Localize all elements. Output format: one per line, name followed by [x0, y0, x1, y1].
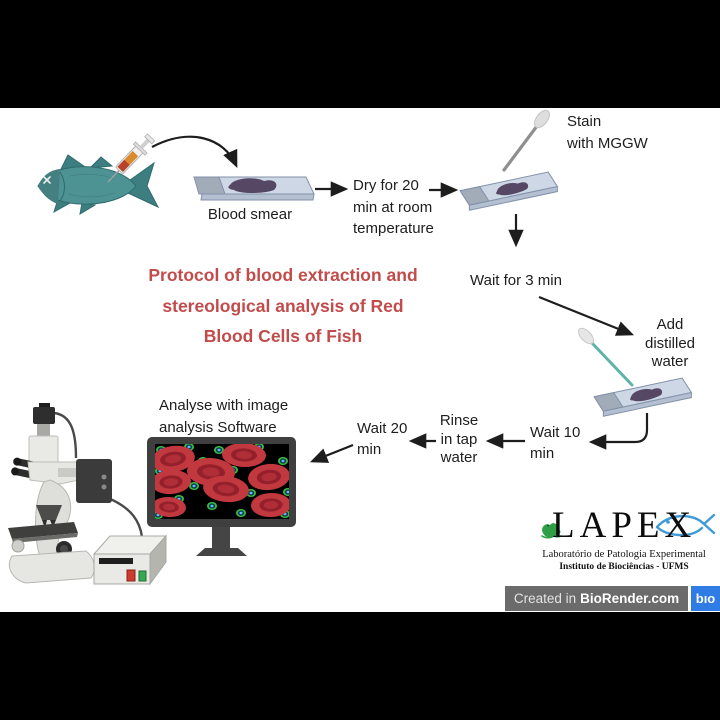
stage-icon — [8, 522, 78, 539]
add-water-label: Add distilled water — [644, 316, 696, 370]
stain-step-label: Stain with MGGW — [567, 113, 648, 152]
arrow-wait3-to-water — [538, 295, 635, 336]
badge-brand: BioRender.com — [580, 591, 680, 606]
stain-applicator-icon — [502, 109, 550, 172]
figure-title: Protocol of blood extraction and stereol… — [140, 260, 426, 352]
monitor-illustration — [147, 437, 296, 556]
analyse-label: Analyse with image analysis Software — [159, 397, 289, 436]
wait-20min-label: Wait 20 min — [357, 420, 408, 458]
logo-fish-icon — [655, 513, 716, 537]
power-supply-illustration — [92, 534, 168, 586]
stain-slide — [459, 171, 559, 211]
blood-smear-label: Blood smear — [207, 206, 293, 223]
blood-smear-stain — [228, 178, 277, 193]
syringe-icon — [107, 133, 156, 183]
dead-fish-illustration — [37, 133, 160, 215]
water-slide — [593, 377, 693, 417]
lapex-logo-institution: Instituto de Biociências - UFMS — [559, 562, 689, 572]
microscope-illustration — [8, 403, 144, 584]
red-button-icon — [126, 569, 136, 582]
wait-3min-label: Wait for 3 min — [470, 272, 562, 289]
green-button-icon — [138, 570, 147, 582]
title-line: stereological analysis of Red — [162, 295, 404, 316]
dry-step-label: Dry for 20 min at room temperature — [353, 177, 434, 237]
dead-eye-x-icon — [43, 176, 51, 184]
rbc-micrograph — [155, 444, 289, 519]
wait-10min-label: Wait 10 min — [530, 424, 581, 462]
frog-icon — [541, 523, 562, 539]
cotton-swab-icon — [577, 327, 634, 387]
title-line: Blood Cells of Fish — [203, 326, 363, 346]
arrow-wait20-to-monitor — [309, 443, 354, 463]
arrow-water-to-wait10 — [588, 413, 649, 450]
bio-logo[interactable]: bıo — [691, 586, 720, 611]
rinse-label: Rinse in tap water — [439, 412, 479, 466]
lapex-logo-subtitle: Laboratório de Patologia Experimental — [542, 549, 706, 560]
lapex-logo-name: LAPEX — [552, 505, 697, 546]
blood-smear-slide — [193, 176, 315, 201]
badge-prefix: Created in — [513, 591, 577, 606]
controller-box-icon — [76, 459, 112, 503]
letterbox-top — [0, 0, 720, 108]
arrow-fish-to-smear — [151, 135, 238, 169]
biorender-badge[interactable]: Created in BioRender.com — [505, 586, 688, 611]
camera-icon — [33, 407, 55, 424]
title-line: Protocol of blood extraction and — [148, 265, 418, 285]
letterbox-bottom — [0, 612, 720, 720]
